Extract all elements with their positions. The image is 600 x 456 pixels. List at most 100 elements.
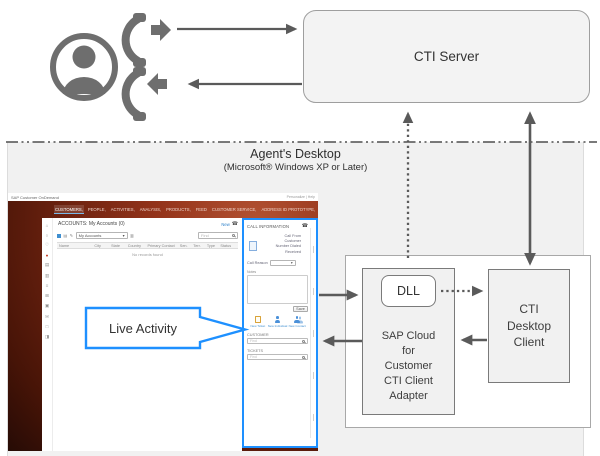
field-customer: Customer <box>284 239 301 244</box>
list-view-icon[interactable]: ▥ <box>130 233 134 238</box>
new-contact-label: New Contact <box>288 324 306 329</box>
selection-icon[interactable] <box>57 233 61 238</box>
people-icon <box>294 316 301 324</box>
notes-label: Notes <box>247 269 257 274</box>
titlebar-links[interactable]: Personalize | Help <box>286 195 315 199</box>
empty-message: No records found <box>132 252 163 257</box>
call-reason-select[interactable]: ▾ <box>269 259 296 266</box>
agent-desktop-title: Agent's Desktop <box>250 147 341 161</box>
tab-products[interactable]: PRODUCTS, <box>166 207 191 212</box>
grid-view-icon[interactable]: ▤ <box>63 233 68 238</box>
tab-address-id-prototype[interactable]: ADDRESS ID PROTOTYPE, <box>261 207 316 212</box>
save-button[interactable]: Save <box>293 305 308 313</box>
handset-outgoing-icon <box>121 13 171 67</box>
strip-icon-9[interactable]: ✉ <box>45 313 49 319</box>
strip-icon-2[interactable]: ♡ <box>44 242 50 247</box>
tickets-search-input[interactable]: Find <box>247 354 308 361</box>
col-name[interactable]: Name <box>59 243 70 248</box>
field-number-dialed: Number Dialed <box>275 244 301 249</box>
strip-icon-4[interactable]: ▤ <box>44 262 50 267</box>
call-phone-icon[interactable]: ☎ <box>301 223 308 229</box>
ticket-icon <box>255 316 261 324</box>
notes-textarea[interactable] <box>247 274 308 304</box>
customer-section-label: CUSTOMER <box>247 333 269 338</box>
tab-customer-service[interactable]: CUSTOMER SERVICE, <box>211 207 257 212</box>
customer-search-placeholder: Find <box>250 339 257 344</box>
col-city[interactable]: City <box>94 243 101 248</box>
tab-feed[interactable]: FEED <box>195 207 207 212</box>
sap-cti-adapter-box: DLL SAP Cloud for Customer CTI Client Ad… <box>362 268 455 415</box>
cti-desktop-client-box: CTI Desktop Client <box>488 269 570 383</box>
find-input[interactable]: Find <box>198 232 238 239</box>
agent-desktop-subtitle: (Microsoft® Windows XP or Later) <box>223 162 368 173</box>
taskbar-icon-strip: ⌂ ○ ♡ ● ▤ ▥ ≡ ⊞ ▣ ✉ □ ◨ <box>42 218 52 451</box>
call-panel-header: CALL INFORMATION ☎ <box>247 223 308 229</box>
tab-customers[interactable]: CUSTOMERS, <box>54 205 84 214</box>
new-individual-button[interactable]: New Individual <box>268 316 288 328</box>
agent-person-icon <box>50 33 118 101</box>
col-primary-contact[interactable]: Primary Contact <box>147 243 175 248</box>
new-ticket-label: New Ticket <box>250 324 266 329</box>
cti-server-label: CTI Server <box>413 49 480 64</box>
strip-icon-1[interactable]: ○ <box>45 232 49 238</box>
save-row: Save <box>247 305 308 313</box>
col-terr[interactable]: Terr. <box>193 243 201 248</box>
new-contact-button[interactable]: New Contact <box>287 316 307 328</box>
strip-icon-5[interactable]: ▥ <box>44 272 50 278</box>
accounts-toolbar: ▤ ✎ My Accounts ▾ ▥ Find <box>57 231 238 240</box>
strip-icon-6[interactable]: ≡ <box>45 283 49 288</box>
new-individual-label: New Individual <box>267 324 288 329</box>
view-selector[interactable]: My Accounts ▾ <box>75 232 128 239</box>
caller-document-icon <box>249 241 257 251</box>
accounts-header-actions: New ☎ <box>221 221 238 227</box>
phone-icon[interactable]: ☎ <box>231 221 238 227</box>
tab-analysis[interactable]: ANALYSIS, <box>139 207 162 212</box>
call-reason-label: Call Reason <box>247 260 268 265</box>
accounts-table-header: Name City State Country Primary Contact … <box>57 242 238 249</box>
field-received: Received <box>285 249 301 254</box>
strip-icon-10[interactable]: □ <box>45 324 49 329</box>
nav-tab-bar: CUSTOMERS, PEOPLE, ACTIVITIES, ANALYSIS,… <box>54 201 316 218</box>
tab-activities[interactable]: ACTIVITIES, <box>110 207 135 212</box>
person-icon <box>274 316 281 324</box>
tickets-search-placeholder: Find <box>250 355 257 360</box>
chevron-down-icon: ▾ <box>290 260 293 265</box>
app-title: SAP Customer OnDemand <box>11 194 59 200</box>
screenshot-titlebar: SAP Customer OnDemand Personalize | Help <box>8 193 318 201</box>
handset-incoming-icon <box>121 67 167 121</box>
tab-people[interactable]: PEOPLE, <box>87 207 106 212</box>
quick-actions: New Ticket New Individual New Contact <box>247 316 308 328</box>
col-status[interactable]: Status <box>220 243 232 248</box>
accounts-title: ACCOUNTS: My Accounts (0) <box>58 221 125 227</box>
col-country[interactable]: Country <box>127 243 141 248</box>
chevron-down-icon: ▾ <box>122 233 125 238</box>
strip-icon-0[interactable]: ⌂ <box>45 223 49 228</box>
strip-icon-11[interactable]: ◨ <box>44 333 50 339</box>
edit-icon[interactable]: ✎ <box>69 233 74 238</box>
strip-icon-8[interactable]: ▣ <box>44 303 50 308</box>
sap-cti-adapter-label: SAP Cloud for Customer CTI Client Adapte… <box>381 330 436 402</box>
call-fields: Call From Customer Number Dialed Receive… <box>247 234 308 255</box>
cti-desktop-client-label: CTI Desktop Client <box>506 302 552 350</box>
sap-screenshot: SAP Customer OnDemand Personalize | Help… <box>8 193 318 451</box>
strip-icon-3[interactable]: ● <box>45 252 49 258</box>
customer-search-input[interactable]: Find <box>247 338 308 345</box>
strip-icon-7[interactable]: ⊞ <box>45 292 49 298</box>
tickets-section-label: TICKETS <box>247 349 264 354</box>
col-state[interactable]: State <box>111 243 120 248</box>
find-placeholder: Find <box>201 233 209 238</box>
field-call-from: Call From <box>284 234 301 238</box>
col-sen[interactable]: Sen. <box>179 243 188 248</box>
col-type[interactable]: Type <box>206 243 216 248</box>
call-panel-title: CALL INFORMATION <box>247 223 290 229</box>
search-icon <box>302 355 305 359</box>
dll-label: DLL <box>397 284 420 298</box>
search-icon <box>302 339 305 343</box>
search-icon <box>232 234 235 237</box>
call-information-panel: CALL INFORMATION ☎ Call From Customer Nu… <box>242 218 318 448</box>
side-tab-strip[interactable] <box>310 228 315 438</box>
new-ticket-button[interactable]: New Ticket <box>248 316 268 328</box>
new-link[interactable]: New <box>221 221 230 227</box>
dll-box: DLL <box>381 275 436 307</box>
